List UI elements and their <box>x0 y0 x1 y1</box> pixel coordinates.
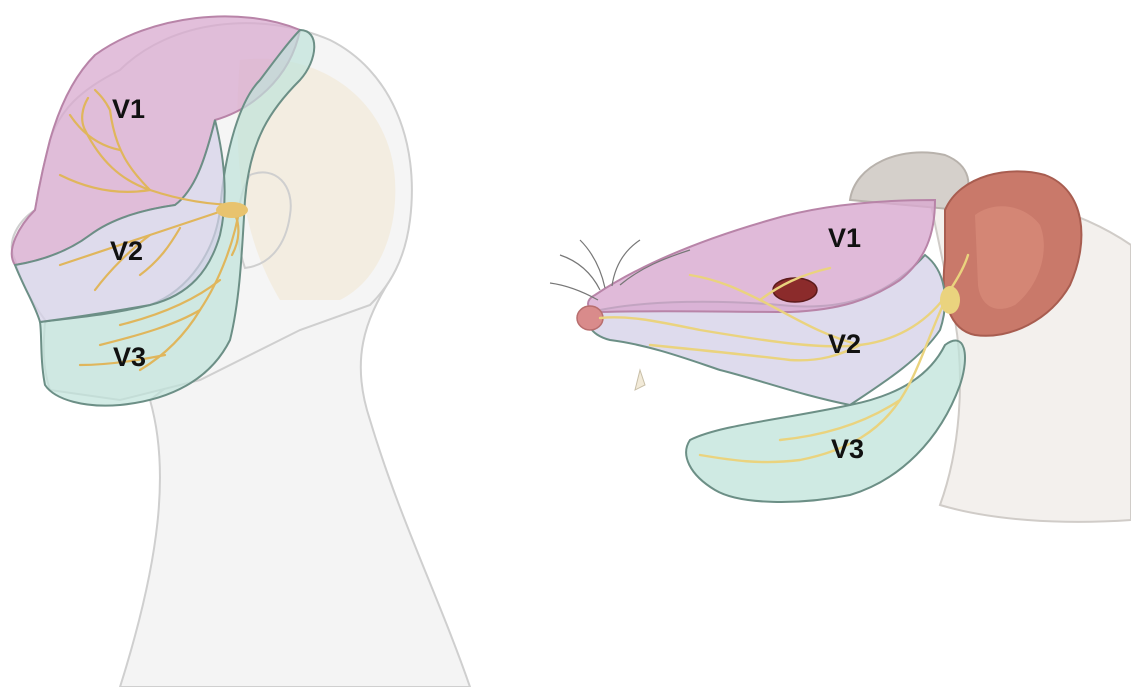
rat-incisor <box>635 370 645 390</box>
rat-v2-label: V2 <box>828 329 861 359</box>
human-head-illustration: V1 V2 V3 <box>12 16 470 687</box>
human-v2-label: V2 <box>110 236 143 266</box>
rat-eye <box>773 278 817 302</box>
rat-v1-label: V1 <box>828 223 861 253</box>
human-v1-label: V1 <box>112 94 145 124</box>
human-v3-label: V3 <box>113 342 146 372</box>
human-trigeminal-ganglion <box>216 202 248 218</box>
rat-head-illustration: V1 V2 V3 <box>550 152 1131 521</box>
rat-trigeminal-ganglion <box>940 286 960 314</box>
rat-v3-label: V3 <box>831 434 864 464</box>
